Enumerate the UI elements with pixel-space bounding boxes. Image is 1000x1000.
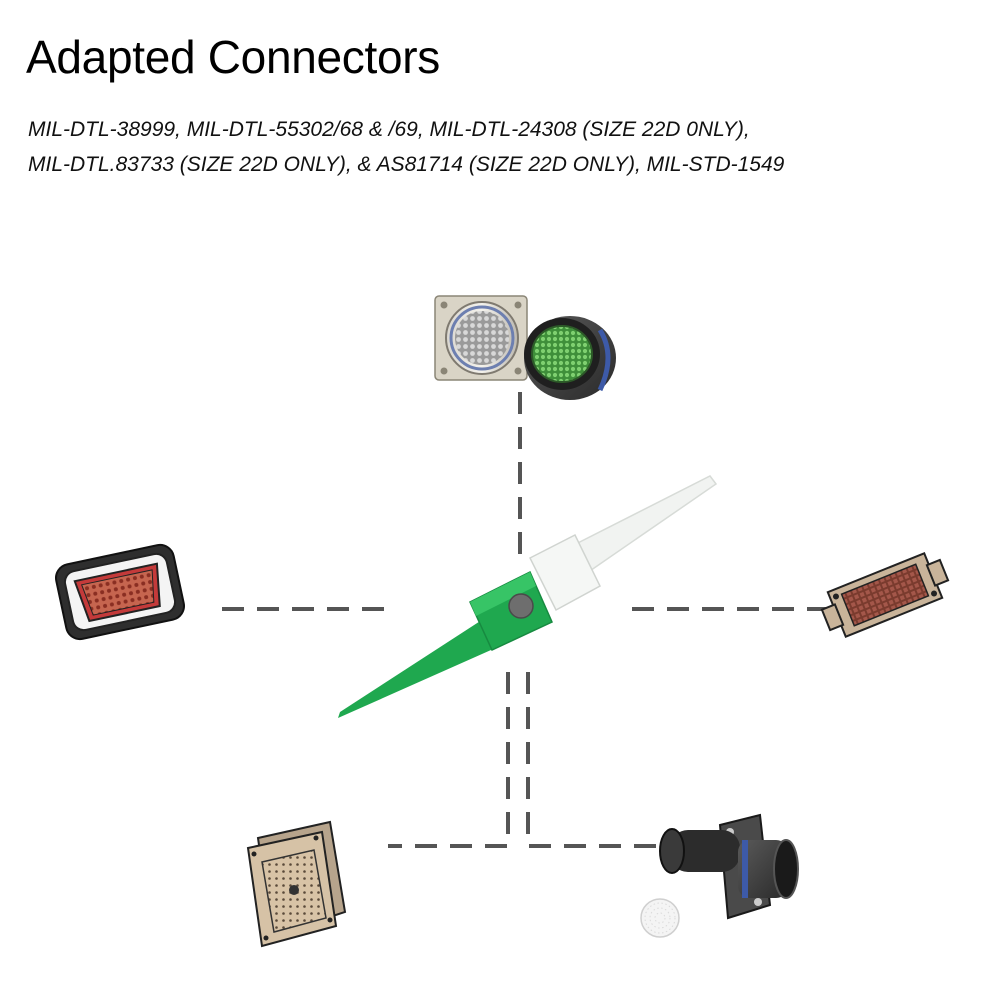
- tool-grip-dot: [508, 593, 534, 619]
- standards-line-1: MIL-DTL-38999, MIL-DTL-55302/68 & /69, M…: [28, 118, 750, 141]
- insertion-removal-tool-icon: [338, 475, 718, 718]
- dashed-connector-lines: [222, 392, 828, 848]
- standards-line-2: MIL-DTL.83733 (SIZE 22D ONLY), & AS81714…: [28, 153, 785, 176]
- connector-standards-list: MIL-DTL-38999, MIL-DTL-55302/68 & /69, M…: [28, 112, 988, 182]
- circular-connector-pair-icon: [434, 295, 616, 400]
- circular-flange-connector-icon: [640, 813, 799, 938]
- line-bottom-left: [388, 672, 510, 848]
- green-tip: [338, 616, 500, 718]
- rectangular-connector-icon: [820, 551, 950, 639]
- line-bottom-right: [526, 672, 668, 848]
- d-sub-connector-icon: [55, 543, 185, 641]
- square-flange-connector-icon: [246, 820, 347, 948]
- page-title: Adapted Connectors: [26, 31, 440, 83]
- white-body: [528, 533, 601, 612]
